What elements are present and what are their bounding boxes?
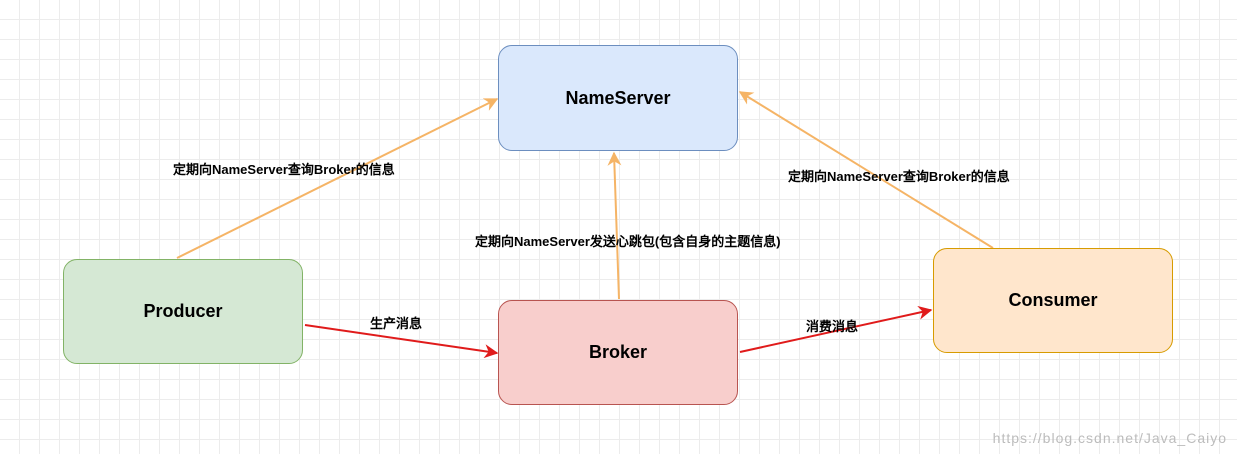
- consumer-query-label: 定期向NameServer查询Broker的信息: [788, 169, 1010, 184]
- consumer-label: Consumer: [1008, 290, 1098, 310]
- producer-label: Producer: [143, 301, 223, 321]
- edge-consumer-to-nameserver: [738, 91, 994, 249]
- consume-message-label: 消费消息: [806, 319, 859, 334]
- consumer-node[interactable]: Consumer: [933, 248, 1173, 353]
- producer-query-label: 定期向NameServer查询Broker的信息: [173, 162, 395, 177]
- nameserver-node[interactable]: NameServer: [498, 45, 738, 151]
- broker-heartbeat-label: 定期向NameServer发送心跳包(包含自身的主题信息): [475, 234, 781, 249]
- edge-producer-to-broker: [304, 324, 499, 359]
- produce-message-label: 生产消息: [370, 316, 423, 331]
- nameserver-label: NameServer: [565, 87, 671, 108]
- broker-node[interactable]: Broker: [498, 300, 738, 405]
- producer-node[interactable]: Producer: [63, 259, 303, 364]
- broker-label: Broker: [588, 342, 648, 362]
- edge-producer-to-nameserver: [176, 98, 499, 259]
- edge-broker-to-consumer: [739, 305, 933, 353]
- watermark: https://blog.csdn.net/Java_Caiyo: [992, 430, 1227, 446]
- edge-broker-to-nameserver: [607, 151, 622, 300]
